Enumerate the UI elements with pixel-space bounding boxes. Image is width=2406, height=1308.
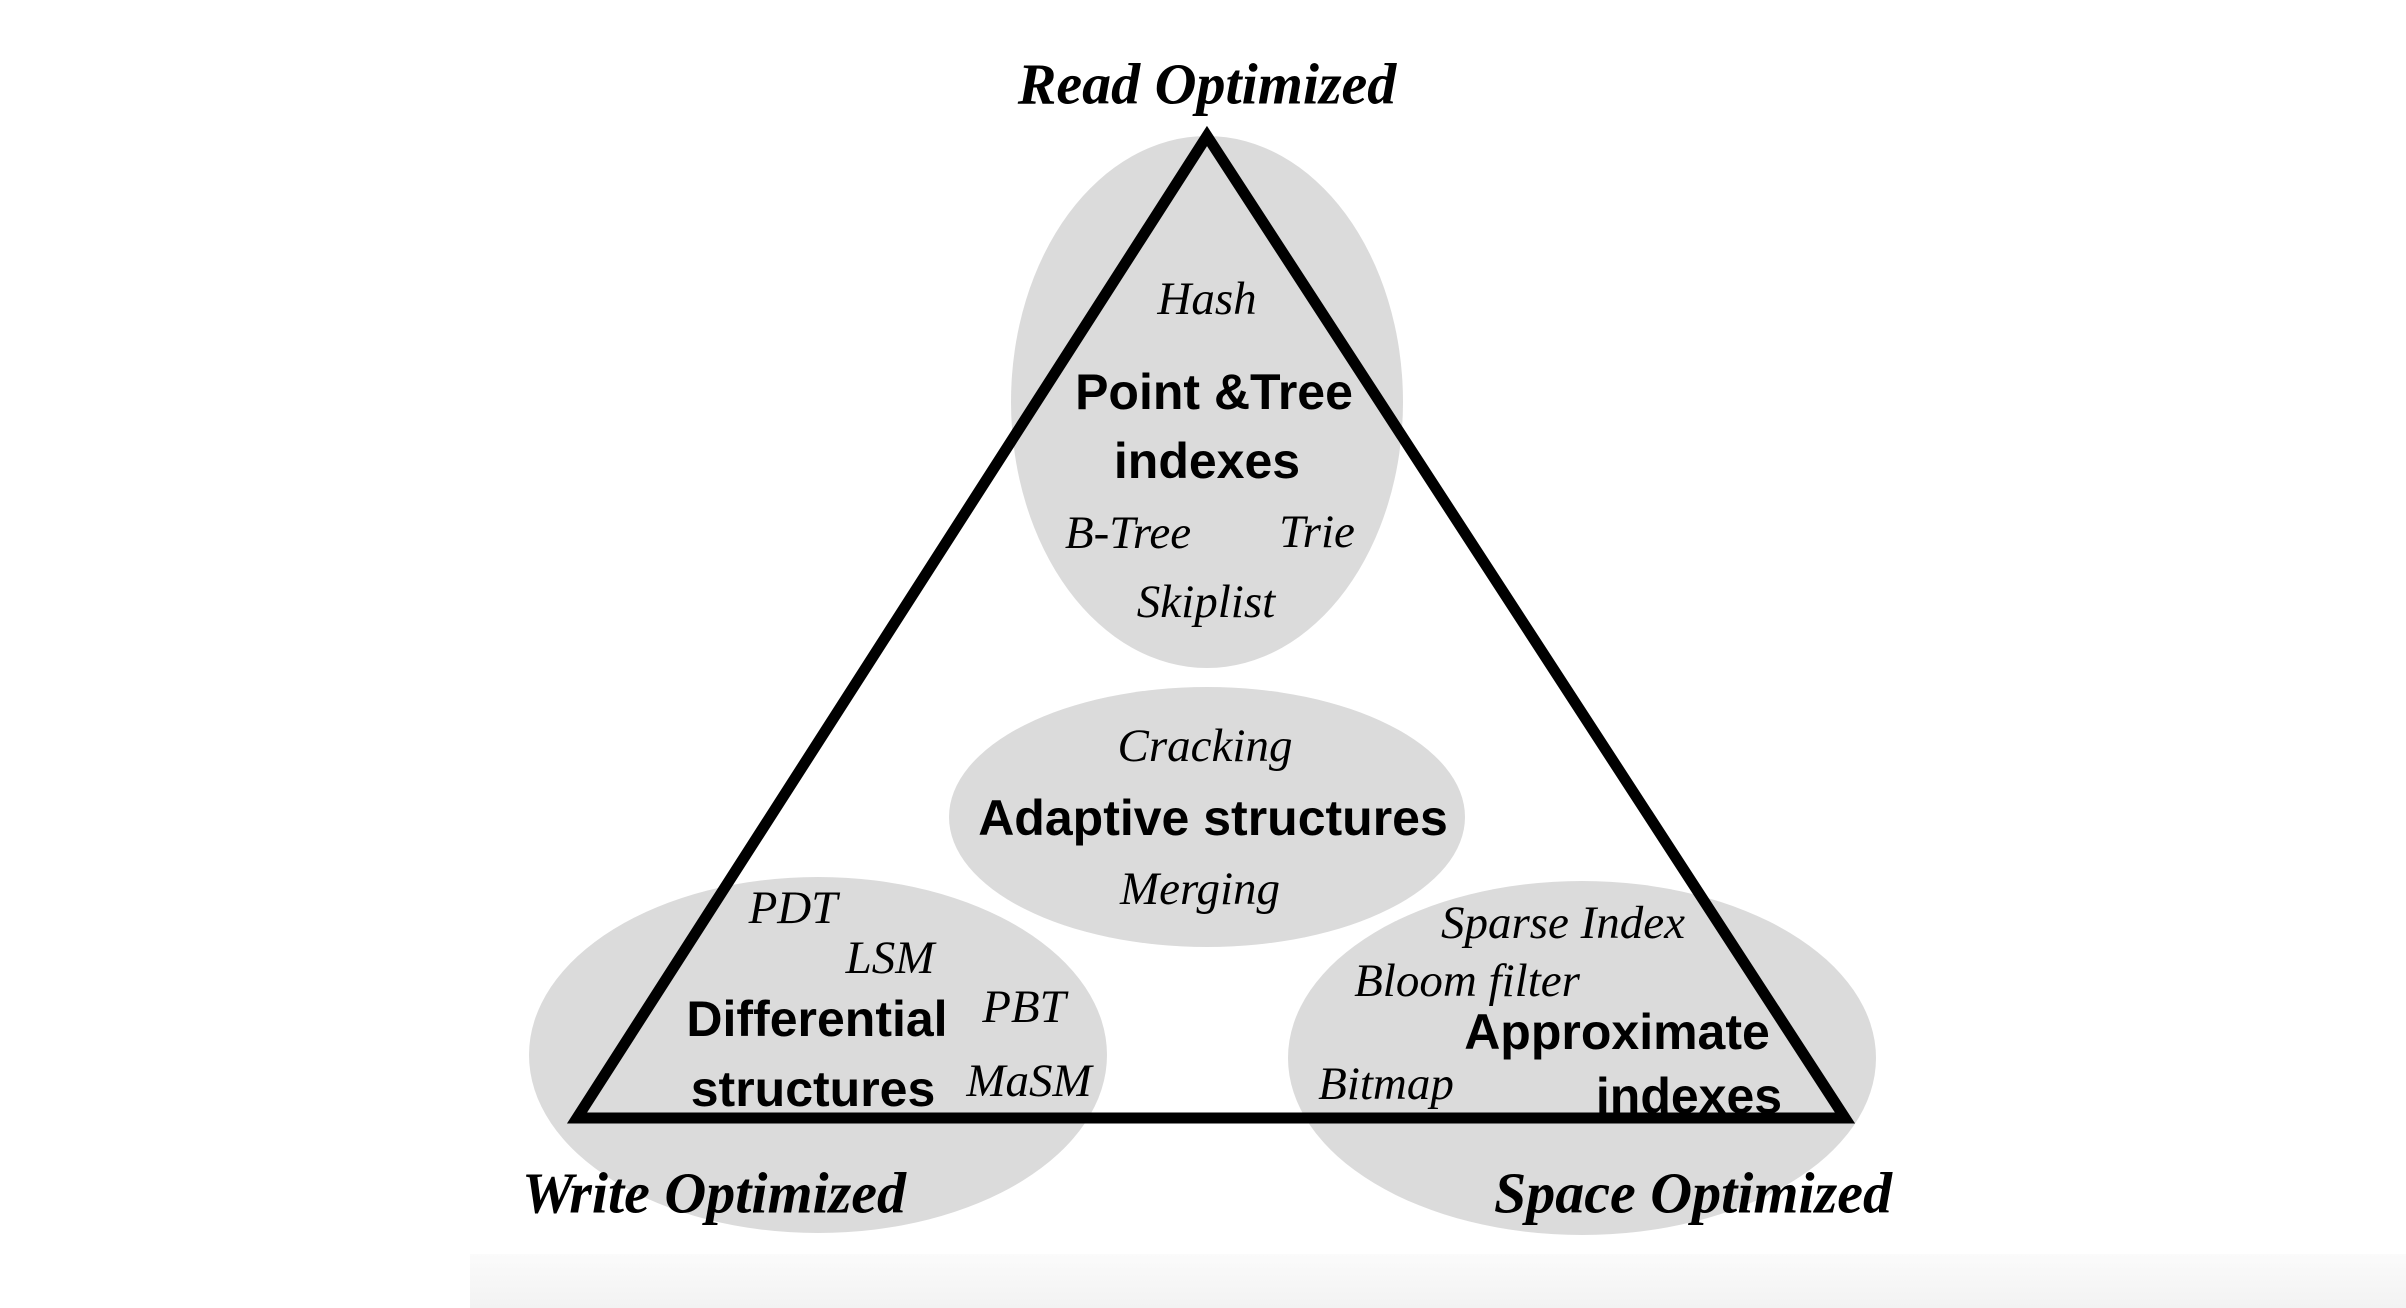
item-sparse-index: Sparse Index xyxy=(1440,897,1686,949)
item-hash: Hash xyxy=(1157,273,1257,325)
item-trie: Trie xyxy=(1279,506,1355,558)
vertex-space-optimized: Space Optimized xyxy=(1494,1160,1892,1226)
point-tree-title-line1: Point &Tree xyxy=(1075,364,1353,420)
vertex-write-optimized: Write Optimized xyxy=(522,1160,906,1226)
item-skiplist: Skiplist xyxy=(1136,576,1276,628)
approximate-title-line2: indexes xyxy=(1595,1068,1783,1124)
item-btree: B-Tree xyxy=(1064,507,1192,559)
adaptive-ellipse xyxy=(949,687,1465,947)
item-bloom-filter: Bloom filter xyxy=(1354,955,1580,1007)
item-cracking: Cracking xyxy=(1117,720,1293,772)
item-pdt: PDT xyxy=(748,882,838,934)
differential-title-line2: structures xyxy=(690,1061,936,1117)
approximate-ellipse xyxy=(1288,881,1876,1235)
vertex-read-optimized: Read Optimized xyxy=(1017,51,1397,117)
rum-triangle xyxy=(566,125,1856,1124)
item-masm: MaSM xyxy=(966,1055,1092,1107)
item-merging: Merging xyxy=(1119,863,1281,915)
item-lsm: LSM xyxy=(845,932,935,984)
item-pbt: PBT xyxy=(982,981,1066,1033)
adaptive-title: Adaptive structures xyxy=(978,790,1448,846)
differential-title-line1: Differential xyxy=(686,991,948,1047)
point-tree-title-line2: indexes xyxy=(1113,433,1301,489)
background-band xyxy=(470,1254,2406,1308)
item-bitmap: Bitmap xyxy=(1318,1058,1454,1110)
approximate-title-line1: Approximate xyxy=(1464,1004,1770,1060)
point-tree-ellipse xyxy=(1011,136,1403,668)
